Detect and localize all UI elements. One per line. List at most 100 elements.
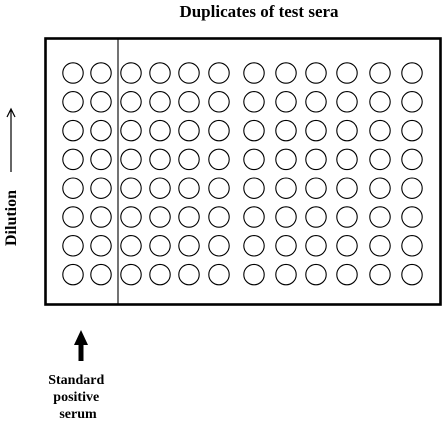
test-well	[208, 235, 230, 257]
test-well	[401, 148, 423, 171]
test-well	[149, 263, 171, 286]
test-well	[243, 148, 265, 171]
standard-well	[62, 148, 84, 171]
test-well	[275, 206, 297, 228]
test-well	[243, 263, 265, 286]
test-well	[178, 62, 200, 84]
test-well	[208, 62, 230, 84]
test-well	[401, 91, 423, 113]
standard-well	[62, 235, 84, 257]
standard-well	[90, 91, 112, 113]
test-well	[305, 263, 327, 286]
test-well	[149, 206, 171, 228]
test-well	[149, 177, 171, 199]
test-well	[305, 206, 327, 228]
test-well	[369, 206, 391, 228]
test-well	[120, 91, 142, 113]
standard-well	[62, 91, 84, 113]
test-well	[401, 177, 423, 199]
test-well	[305, 62, 327, 84]
test-well	[149, 62, 171, 84]
standard-well	[90, 148, 112, 171]
test-well	[149, 235, 171, 257]
test-well	[178, 235, 200, 257]
test-well	[275, 119, 297, 142]
standard-well	[62, 177, 84, 199]
test-well	[275, 235, 297, 257]
test-well	[243, 235, 265, 257]
standard-well	[62, 119, 84, 142]
standard-label-line-2: positive	[53, 390, 99, 405]
test-well	[336, 91, 358, 113]
test-well	[401, 235, 423, 257]
test-well	[369, 119, 391, 142]
test-well	[401, 119, 423, 142]
standard-well	[90, 206, 112, 228]
test-well	[120, 235, 142, 257]
test-well	[275, 177, 297, 199]
test-well	[336, 263, 358, 286]
test-well	[275, 91, 297, 113]
test-well	[178, 148, 200, 171]
test-well	[120, 119, 142, 142]
test-well	[369, 148, 391, 171]
test-well	[401, 62, 423, 84]
test-well	[369, 263, 391, 286]
test-well	[178, 206, 200, 228]
test-well	[149, 91, 171, 113]
test-well	[243, 62, 265, 84]
test-well	[243, 206, 265, 228]
test-well	[275, 148, 297, 171]
standard-well	[62, 206, 84, 228]
test-well	[369, 62, 391, 84]
standard-well	[90, 235, 112, 257]
standard-well	[90, 62, 112, 84]
test-well	[336, 148, 358, 171]
test-well	[369, 235, 391, 257]
test-well	[369, 177, 391, 199]
test-well	[208, 148, 230, 171]
dilution-axis-label-group: Dilution	[3, 107, 20, 246]
test-well	[120, 148, 142, 171]
test-well	[208, 263, 230, 286]
test-well	[305, 119, 327, 142]
test-well	[243, 91, 265, 113]
test-well	[149, 148, 171, 171]
plate-outline	[44, 37, 442, 306]
test-well	[336, 235, 358, 257]
standard-well	[90, 263, 112, 286]
up-arrow-icon	[74, 330, 88, 361]
standard-label-line-1: Standard	[48, 373, 104, 388]
test-well	[208, 91, 230, 113]
test-well	[178, 263, 200, 286]
test-well	[120, 206, 142, 228]
standard-label: Standard positive serum	[48, 373, 108, 422]
test-well	[178, 177, 200, 199]
well-grid	[62, 62, 423, 286]
test-well	[208, 177, 230, 199]
standard-well	[90, 119, 112, 142]
test-well	[336, 206, 358, 228]
test-well	[120, 62, 142, 84]
test-well	[178, 91, 200, 113]
test-well	[336, 62, 358, 84]
test-well	[275, 263, 297, 286]
test-well	[243, 119, 265, 142]
standard-well	[62, 62, 84, 84]
dilution-label: Dilution	[3, 190, 20, 246]
test-well	[401, 206, 423, 228]
right-arrow-icon	[6, 107, 16, 172]
test-well	[208, 119, 230, 142]
test-well	[120, 263, 142, 286]
test-well	[120, 177, 142, 199]
test-well	[401, 263, 423, 286]
test-well	[336, 177, 358, 199]
test-well	[305, 91, 327, 113]
diagram-title: Duplicates of test sera	[179, 2, 339, 21]
standard-well	[90, 177, 112, 199]
test-well	[243, 177, 265, 199]
test-well	[305, 235, 327, 257]
test-well	[305, 177, 327, 199]
test-well	[208, 206, 230, 228]
